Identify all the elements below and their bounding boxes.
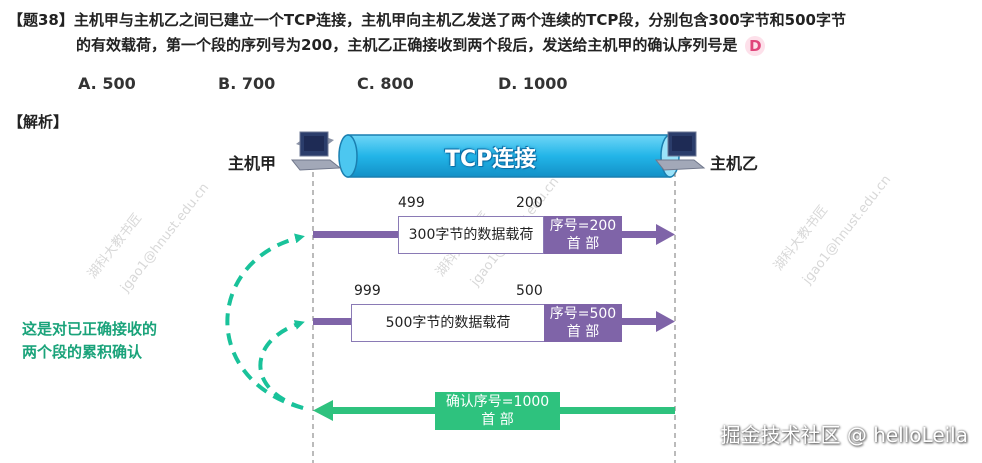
segment-2-last-byte: 999 — [354, 283, 381, 299]
answer-badge: D — [745, 35, 766, 56]
note-line-2: 两个段的累积确认 — [22, 343, 143, 361]
option-b: B. 700 — [218, 74, 276, 93]
segment-2-header-label: 首 部 — [566, 324, 600, 340]
segment-2-seq: 序号=500 — [549, 306, 617, 322]
tcp-pipe-label: TCP连接 — [445, 147, 537, 172]
note-line-1: 这是对已正确接收的 — [22, 320, 158, 338]
segment-2-first-byte: 500 — [516, 283, 543, 299]
segment-1-last-byte: 499 — [398, 195, 425, 211]
question-text: 【题38】主机甲与主机乙之间已建立一个TCP连接，主机甲向主机乙发送了两个连续的… — [8, 8, 974, 58]
tcp-connection-pipe — [338, 134, 680, 178]
host-b-label: 主机乙 — [710, 154, 759, 173]
segment-2-payload: 500字节的数据载荷 — [351, 304, 545, 342]
segment-1-header-label: 首 部 — [566, 236, 600, 252]
option-d: D. 1000 — [498, 74, 568, 93]
ack-header: 确认序号=1000 首 部 — [435, 392, 560, 430]
segment-1-header: 序号=200 首 部 — [544, 216, 622, 254]
segment-1-first-byte: 200 — [516, 195, 543, 211]
segment-2-header: 序号=500 首 部 — [544, 304, 622, 342]
computer-icon-host-a — [290, 131, 342, 171]
attribution-watermark: 掘金技术社区 @ helloLeila — [720, 423, 968, 447]
question-line-1: 【题38】主机甲与主机乙之间已建立一个TCP连接，主机甲向主机乙发送了两个连续的… — [8, 11, 846, 29]
host-a-label: 主机甲 — [228, 154, 277, 173]
option-c: C. 800 — [357, 74, 414, 93]
computer-icon-host-b — [654, 131, 706, 171]
segment-1-payload: 300字节的数据载荷 — [398, 216, 544, 254]
cumulative-ack-curves — [225, 233, 305, 410]
cumulative-ack-note: 这是对已正确接收的 两个段的累积确认 — [22, 318, 157, 364]
ack-header-label: 首 部 — [481, 412, 514, 428]
question-line-2: 的有效载荷，第一个段的序列号为200，主机乙正确接收到两个段后，发送给主机甲的确… — [76, 36, 738, 54]
segment-1-seq: 序号=200 — [549, 218, 617, 234]
ack-seq: 确认序号=1000 — [445, 394, 550, 410]
option-a: A. 500 — [78, 74, 136, 93]
analysis-label: 【解析】 — [8, 113, 69, 131]
